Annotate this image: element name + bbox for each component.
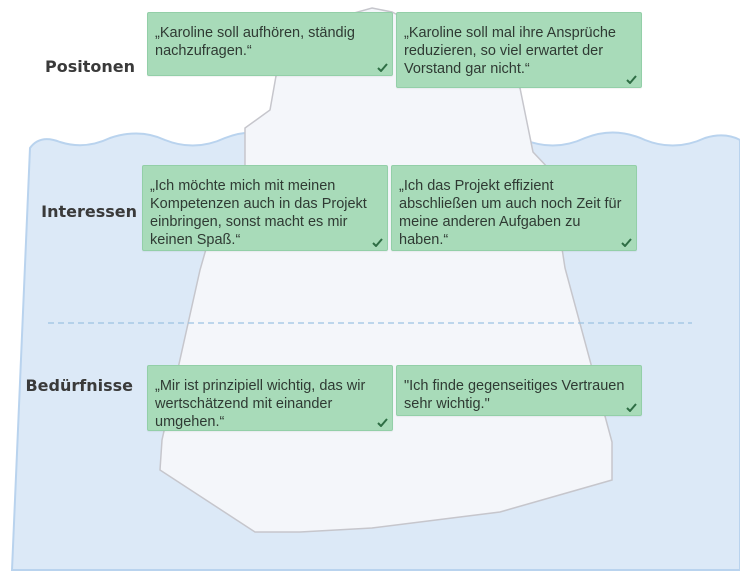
card-text: „Ich möchte mich mit meinen Kompetenzen …	[150, 178, 367, 248]
card-interesse-1[interactable]: „Ich möchte mich mit meinen Kompetenzen …	[142, 165, 388, 251]
card-text: „Karoline soll mal ihre Ansprüche reduzi…	[404, 25, 616, 77]
card-beduerfnis-2[interactable]: "Ich finde gegenseitiges Vertrauen sehr …	[396, 365, 642, 416]
card-text: „Mir ist prinzipiell wichtig, das wir we…	[155, 378, 366, 430]
card-position-2[interactable]: „Karoline soll mal ihre Ansprüche reduzi…	[396, 12, 642, 88]
check-icon	[626, 403, 637, 412]
check-icon	[377, 418, 388, 427]
row-label-positionen: Positonen	[45, 57, 135, 76]
check-icon	[621, 238, 632, 247]
check-icon	[377, 63, 388, 72]
card-beduerfnis-1[interactable]: „Mir ist prinzipiell wichtig, das wir we…	[147, 365, 393, 431]
row-label-interessen: Interessen	[41, 202, 137, 221]
card-text: „Ich das Projekt effizient abschließen u…	[399, 178, 622, 248]
card-text: "Ich finde gegenseitiges Vertrauen sehr …	[404, 378, 625, 412]
card-position-1[interactable]: „Karoline soll aufhören, ständig nachzuf…	[147, 12, 393, 76]
card-interesse-2[interactable]: „Ich das Projekt effizient abschließen u…	[391, 165, 637, 251]
card-text: „Karoline soll aufhören, ständig nachzuf…	[155, 25, 355, 59]
row-label-beduerfnisse: Bedürfnisse	[25, 376, 133, 395]
check-icon	[626, 75, 637, 84]
check-icon	[372, 238, 383, 247]
